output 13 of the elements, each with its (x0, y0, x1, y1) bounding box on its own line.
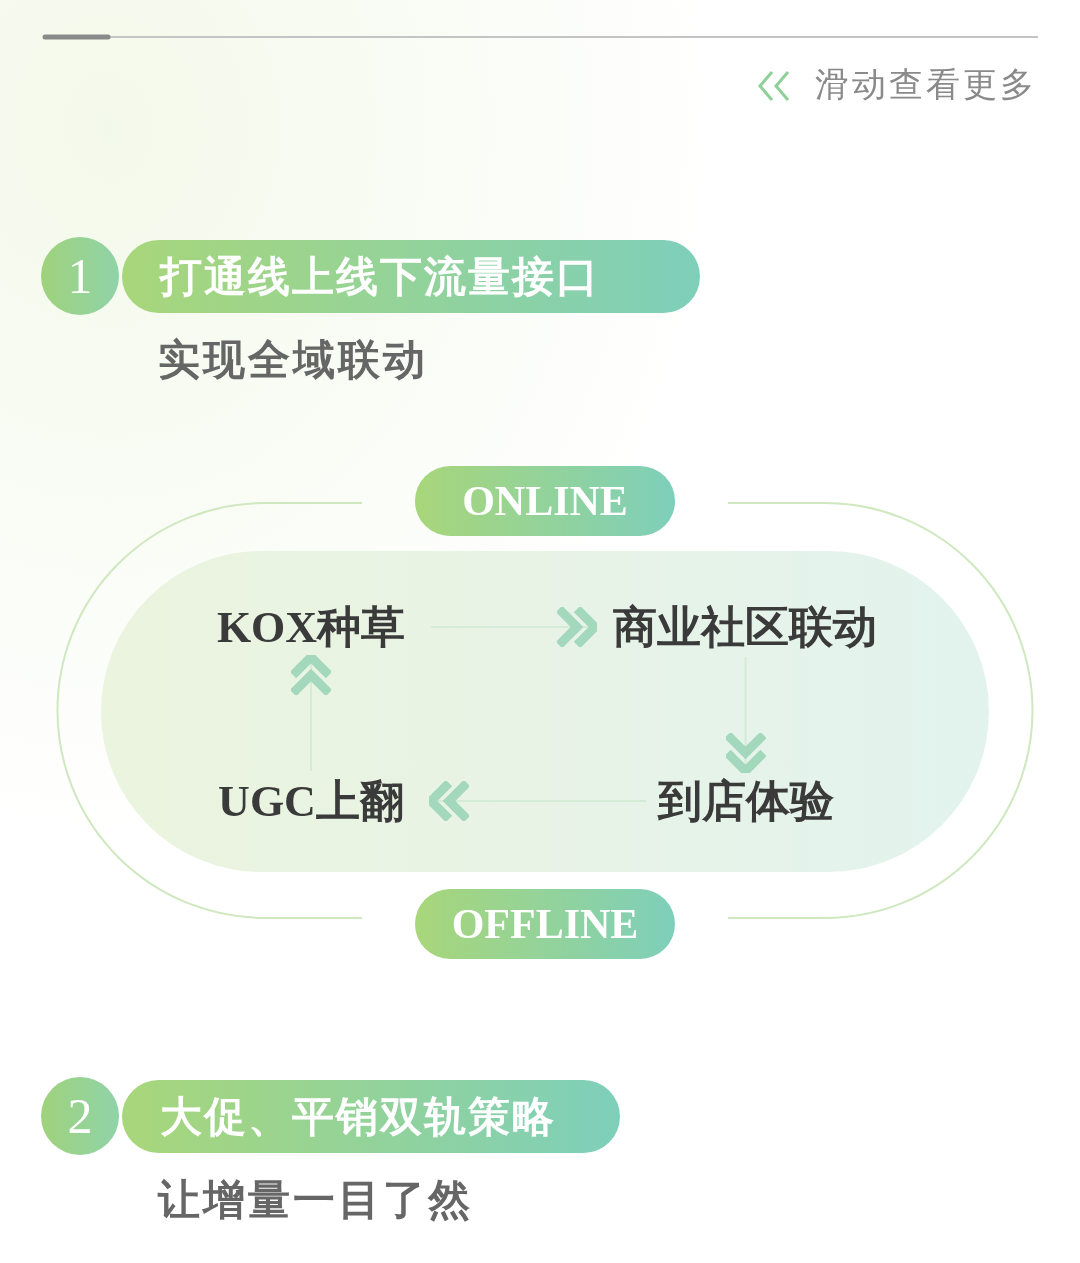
hint-text: 滑动查看更多 (815, 63, 1037, 106)
heading-pill: 大促、平销双轨策略 (122, 1080, 620, 1153)
offline-tag: OFFLINE (415, 889, 675, 959)
step-text: KOX种草 (191, 597, 431, 657)
heading-pill: 打通线上线下流量接口 (122, 240, 700, 313)
step-text: 商业社区联动 (595, 597, 895, 657)
subtitle: 让增量一目了然 (158, 1176, 473, 1225)
number-badge: 1 (41, 237, 119, 315)
number-badge: 2 (41, 1077, 119, 1155)
online-tag: ONLINE (415, 466, 675, 536)
step-text: UGC上翻 (191, 771, 431, 831)
step-text: 到店体验 (646, 771, 846, 831)
subtitle: 实现全域联动 (158, 336, 428, 385)
